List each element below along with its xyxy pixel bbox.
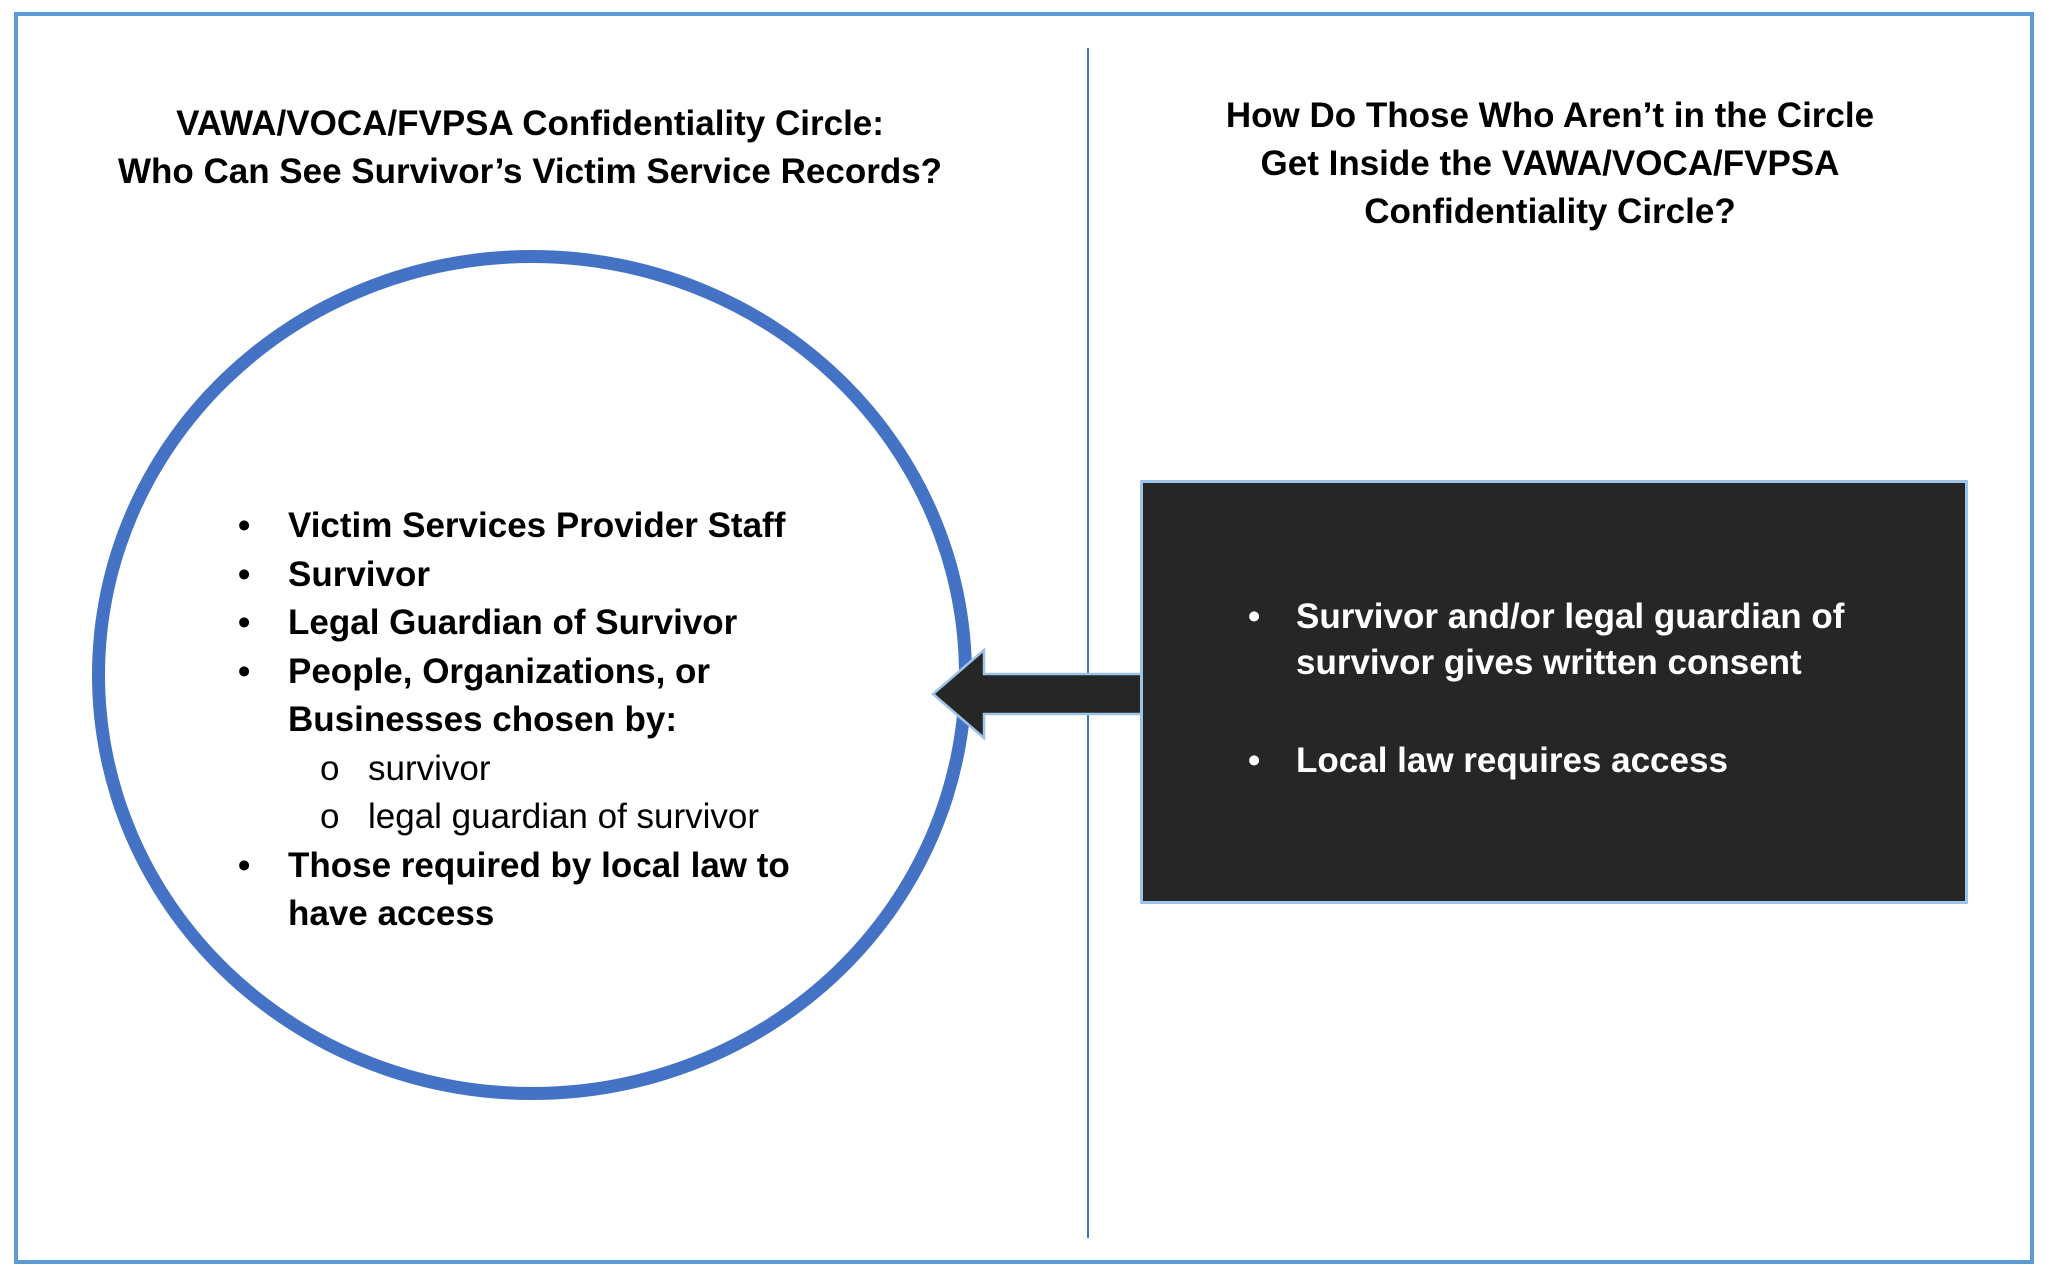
circle-item-chosen-parties: People, Organizations, or Businesses cho… (236, 648, 856, 745)
right-title-line-1: How Do Those Who Aren’t in the Circle (1225, 96, 1875, 135)
right-title-line-3: Confidentiality Circle? (1364, 192, 1736, 231)
left-title-line-2: Who Can See Survivor’s Victim Service Re… (117, 152, 943, 191)
condition-local-law: Local law requires access (1240, 738, 1920, 784)
entry-conditions-box (1140, 480, 1968, 904)
circle-item-legal-guardian: Legal Guardian of Survivor (236, 599, 856, 648)
left-arrow-icon (931, 647, 1148, 741)
circle-subitem-survivor: survivor (236, 745, 856, 794)
left-panel-title: VAWA/VOCA/FVPSA Confidentiality Circle: … (80, 100, 980, 196)
circle-item-provider-staff: Victim Services Provider Staff (236, 502, 856, 551)
arrow-shape (931, 647, 1148, 741)
circle-item-local-law: Those required by local law to have acce… (236, 842, 856, 939)
left-title-line-1: VAWA/VOCA/FVPSA Confidentiality Circle: (176, 104, 884, 143)
entry-conditions-list: Survivor and/or legal guardian of surviv… (1240, 594, 1920, 784)
circle-access-list: Victim Services Provider Staff Survivor … (236, 502, 856, 939)
panel-divider (1087, 48, 1089, 1238)
condition-written-consent: Survivor and/or legal guardian of surviv… (1240, 594, 1920, 686)
right-panel-title: How Do Those Who Aren’t in the Circle Ge… (1150, 92, 1950, 236)
circle-item-survivor: Survivor (236, 551, 856, 600)
right-title-line-2: Get Inside the VAWA/VOCA/FVPSA (1260, 144, 1840, 183)
circle-subitem-legal-guardian: legal guardian of survivor (236, 793, 856, 842)
